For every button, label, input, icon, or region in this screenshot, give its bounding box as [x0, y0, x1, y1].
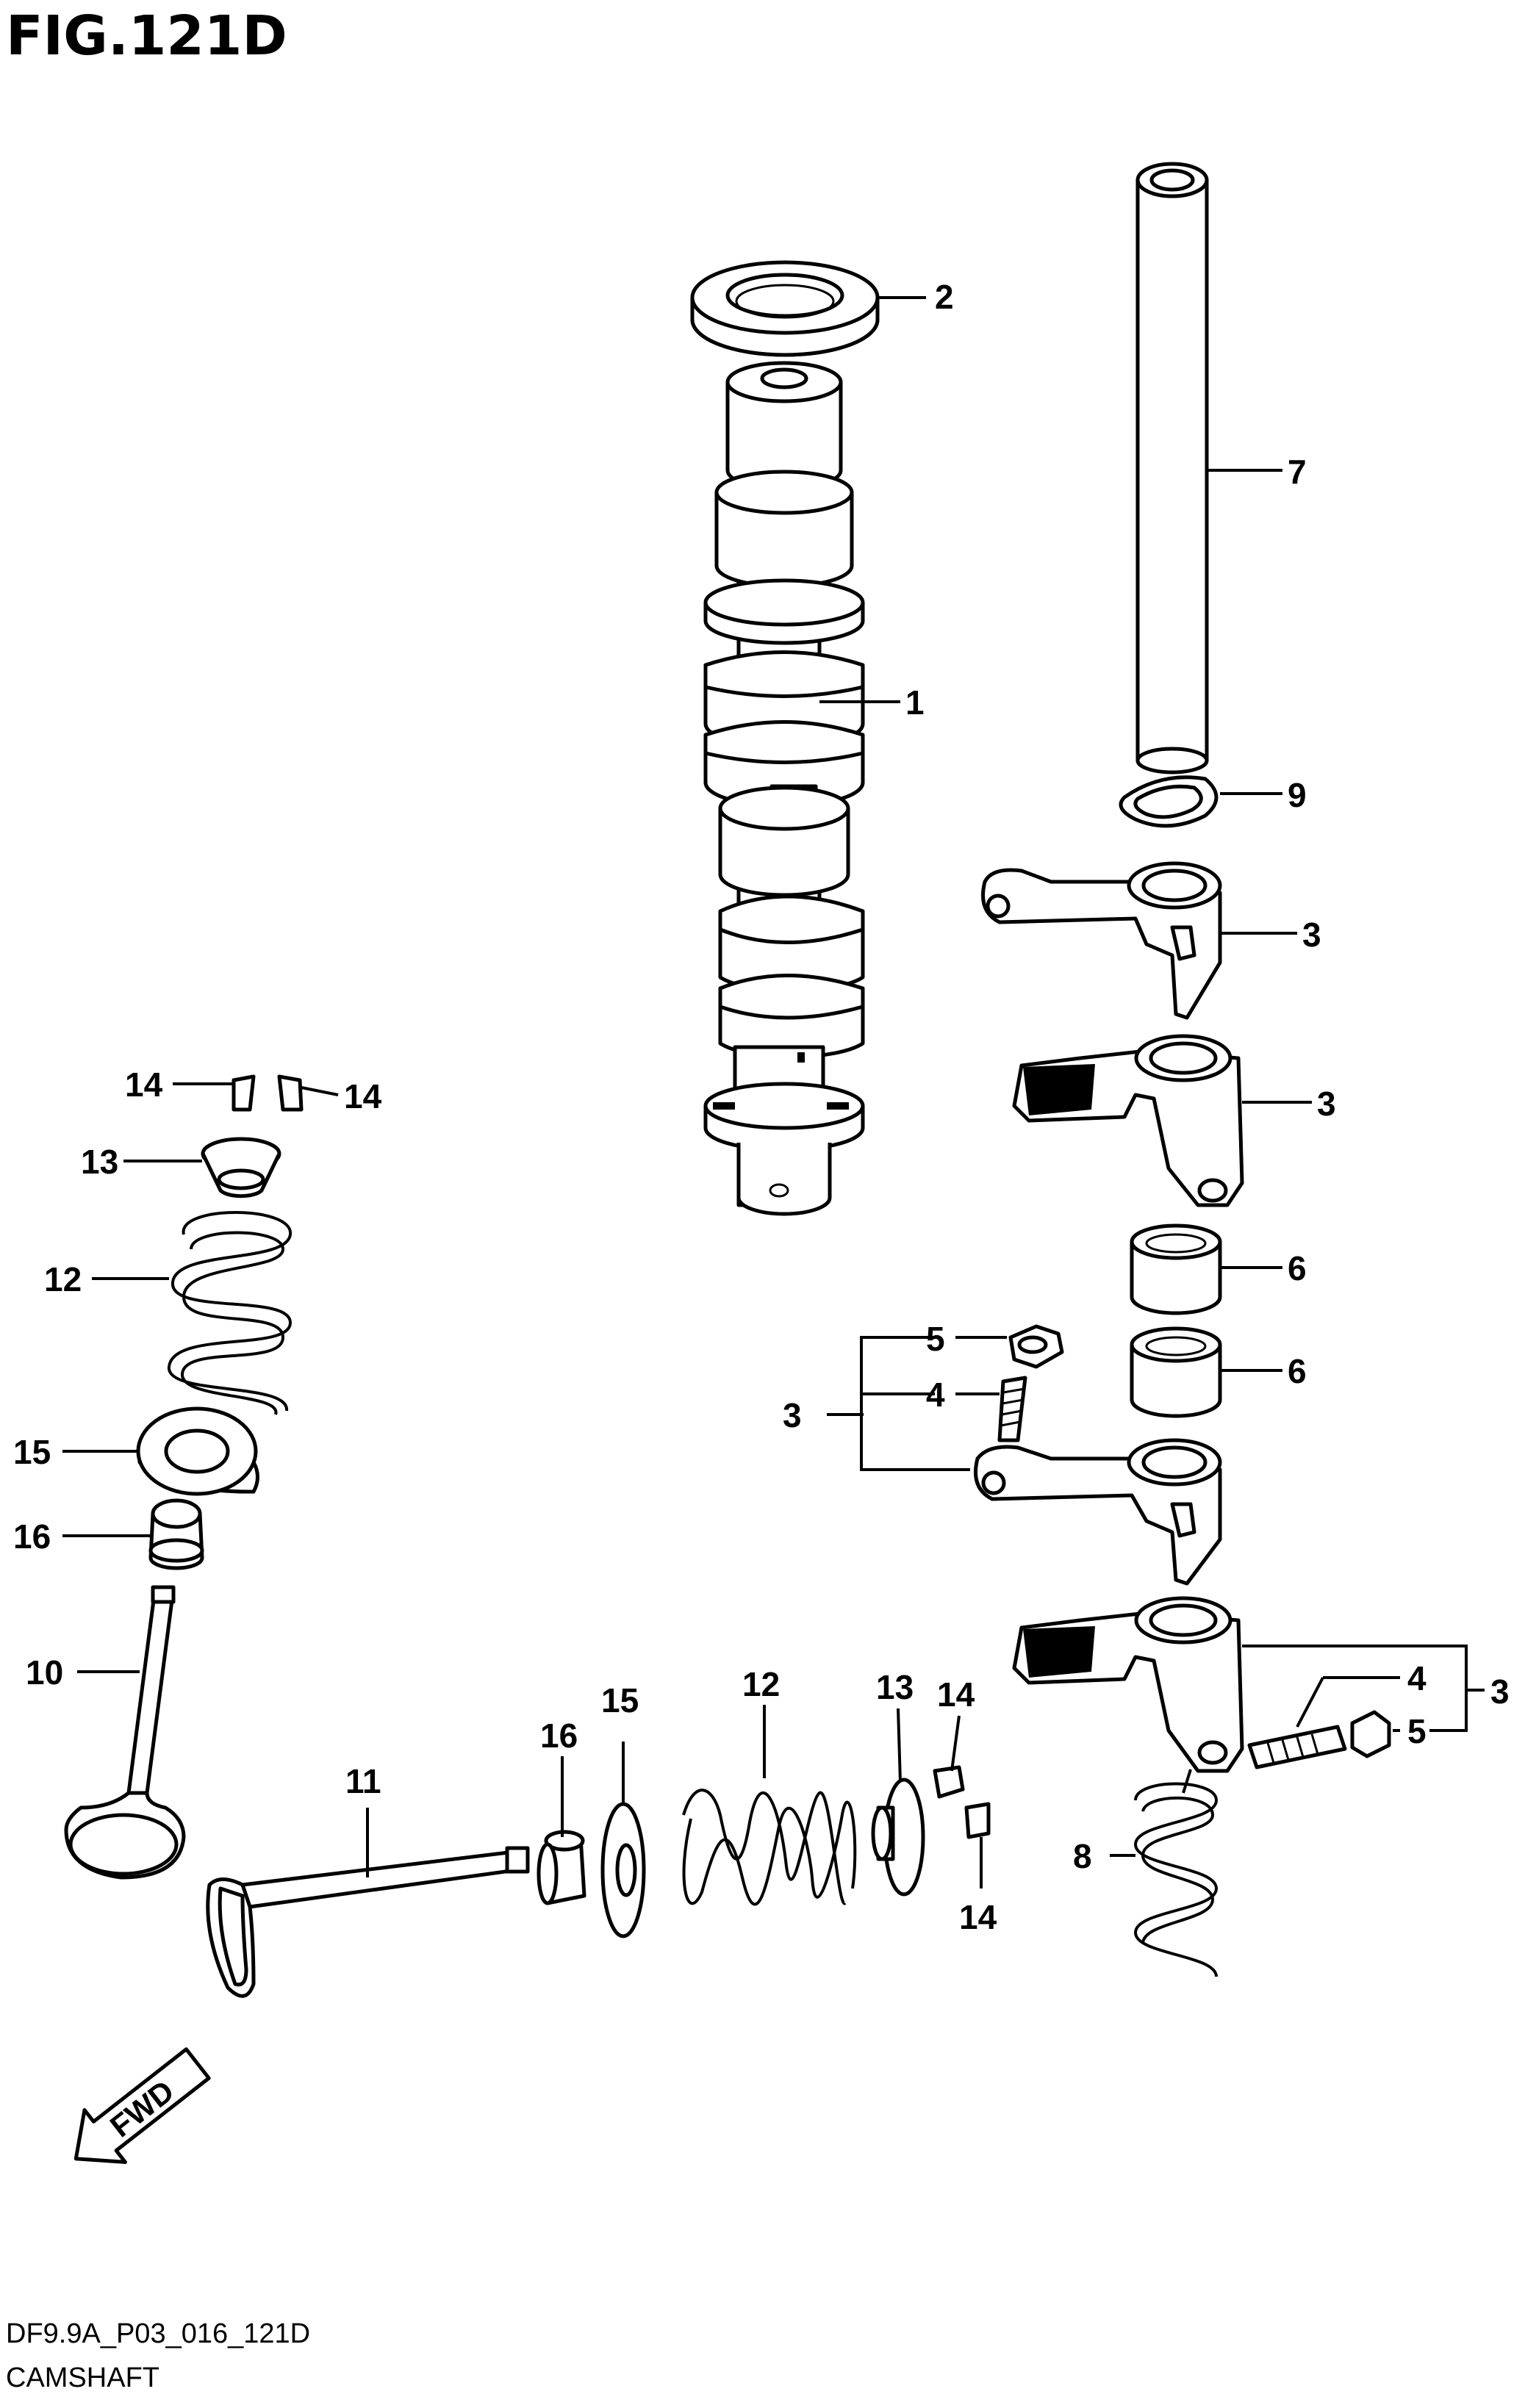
callout-2: 2: [935, 278, 954, 316]
figure-code: DF9.9A_P03_016_121D: [6, 2318, 310, 2349]
callout-15-a: 15: [13, 1433, 51, 1471]
callout-6-a: 6: [1288, 1249, 1307, 1287]
callout-12-a: 12: [44, 1260, 82, 1298]
part-valve-cotter-bottom: [933, 1765, 991, 1839]
part-wave-washer: [1119, 775, 1219, 828]
part-adjusting-nut-upper: [1008, 1324, 1064, 1369]
callout-15-b: 15: [601, 1681, 639, 1719]
callout-6-b: 6: [1288, 1352, 1307, 1390]
part-valve-cotter-left: [232, 1074, 304, 1112]
part-oil-seal: [690, 260, 880, 357]
part-rocker-arm-c: [974, 1438, 1222, 1586]
callout-1: 1: [905, 683, 925, 722]
callout-3-c: 3: [783, 1396, 802, 1434]
callout-13-a: 13: [81, 1143, 118, 1181]
callout-14-c: 14: [937, 1675, 975, 1714]
callout-14-d: 14: [959, 1898, 997, 1936]
part-spring-seat-left: [136, 1406, 259, 1496]
leader-lines: [62, 296, 1485, 1888]
part-spacer-b: [1130, 1326, 1222, 1418]
callout-12-b: 12: [742, 1665, 780, 1703]
callout-11: 11: [345, 1762, 381, 1800]
callout-9: 9: [1288, 776, 1307, 814]
figure-title: FIG.121D: [6, 4, 287, 68]
part-intake-valve: [64, 1585, 186, 1880]
part-spring-retainer-left: [201, 1137, 281, 1198]
callout-14-b: 14: [344, 1077, 382, 1115]
part-exhaust-valve: [206, 1846, 530, 1998]
callout-labels: 2 1 7 9 3 3 6 6 5 4 3 4 3 5 8 14 14 13 1…: [13, 278, 1510, 1936]
callout-8: 8: [1073, 1837, 1092, 1875]
part-rocker-arm-a: [981, 861, 1222, 1020]
callout-16-a: 16: [13, 1517, 51, 1556]
callout-3-a: 3: [1302, 916, 1321, 954]
part-adjusting-screw-lower: [1247, 1725, 1347, 1769]
part-camshaft: [703, 361, 865, 1216]
part-rocker-arm-d: [1012, 1596, 1244, 1773]
part-adjusting-screw-upper: [997, 1376, 1027, 1442]
part-stem-seal-bottom: [537, 1830, 586, 1905]
part-spring-seat-bottom: [600, 1802, 646, 1938]
part-rocker-spring: [1133, 1769, 1219, 1977]
callout-14-a: 14: [125, 1065, 163, 1104]
callout-13-b: 13: [876, 1668, 914, 1706]
callout-4-upper: 4: [926, 1376, 945, 1414]
callout-5-upper: 5: [926, 1320, 945, 1358]
part-spring-retainer-bottom: [871, 1778, 925, 1897]
part-rocker-shaft: [1135, 162, 1209, 774]
part-stem-seal-left: [148, 1498, 204, 1570]
callout-16-b: 16: [540, 1717, 578, 1755]
callout-4-lower: 4: [1407, 1659, 1427, 1697]
fwd-arrow: FWD: [73, 2047, 211, 2164]
callout-3-d: 3: [1490, 1672, 1510, 1711]
figure-name: CAMSHAFT: [6, 2362, 159, 2393]
part-adjusting-nut-lower: [1350, 1710, 1391, 1758]
callout-3-b: 3: [1317, 1085, 1336, 1123]
part-valve-spring-left: [167, 1211, 293, 1415]
callout-10: 10: [26, 1653, 63, 1692]
part-valve-spring-bottom: [682, 1789, 857, 1906]
callout-5-lower: 5: [1407, 1712, 1427, 1750]
part-spacer-a: [1130, 1223, 1222, 1315]
part-rocker-arm-b: [1012, 1034, 1244, 1207]
callout-7: 7: [1288, 453, 1307, 491]
